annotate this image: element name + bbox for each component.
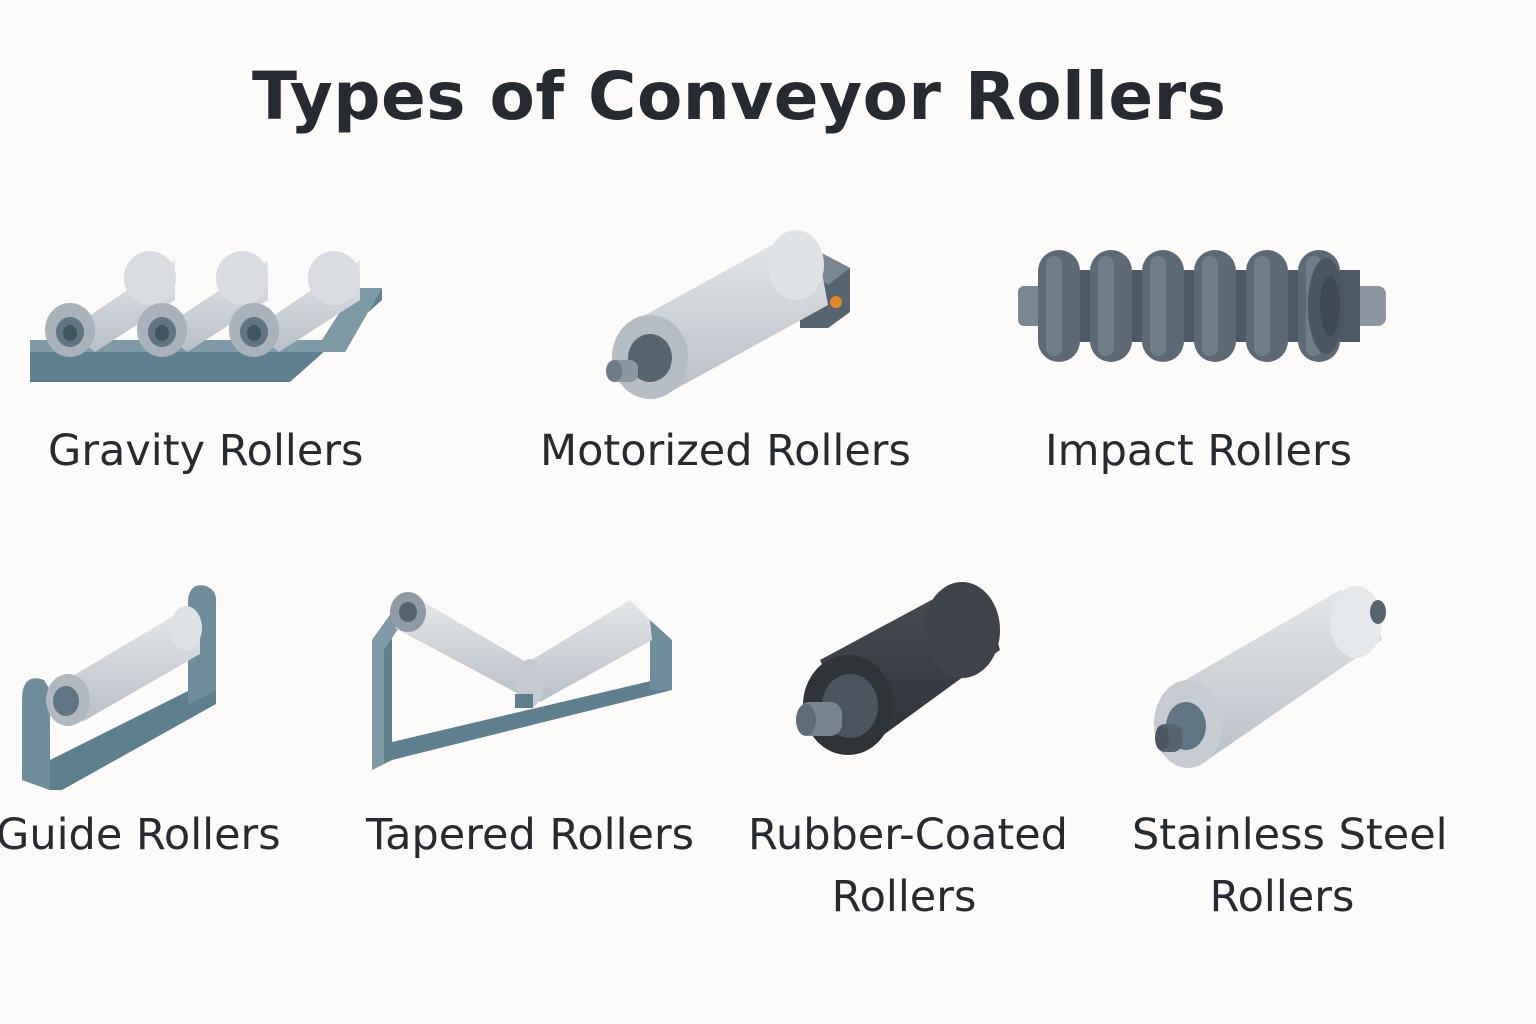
label-guide-rollers: Guide Rollers: [0, 810, 281, 860]
label-line: Rollers: [1209, 872, 1355, 922]
rubber-coated-roller-icon: [796, 582, 1000, 755]
label-tapered-rollers: Tapered Rollers: [366, 810, 695, 860]
label-motorized-rollers: Motorized Rollers: [540, 426, 911, 476]
label-line: Rubber-Coated: [748, 810, 1068, 860]
label-gravity-rollers: Gravity Rollers: [48, 426, 364, 476]
label-stainless-steel-rollers: Stainless Steel Rollers: [1132, 804, 1448, 928]
guide-roller-icon: [22, 585, 216, 790]
label-rubber-coated-rollers: Rubber-Coated Rollers: [748, 804, 1068, 928]
page-title: Types of Conveyor Rollers: [252, 58, 1227, 135]
gravity-rollers-icon: [30, 251, 382, 382]
stainless-steel-roller-icon: [1154, 586, 1386, 768]
motorized-roller-icon: [606, 230, 850, 399]
impact-roller-icon: [1018, 250, 1386, 362]
label-line: Rollers: [831, 872, 977, 922]
label-line: Stainless Steel: [1132, 810, 1448, 860]
label-impact-rollers: Impact Rollers: [1045, 426, 1353, 476]
tapered-rollers-icon: [372, 592, 672, 770]
